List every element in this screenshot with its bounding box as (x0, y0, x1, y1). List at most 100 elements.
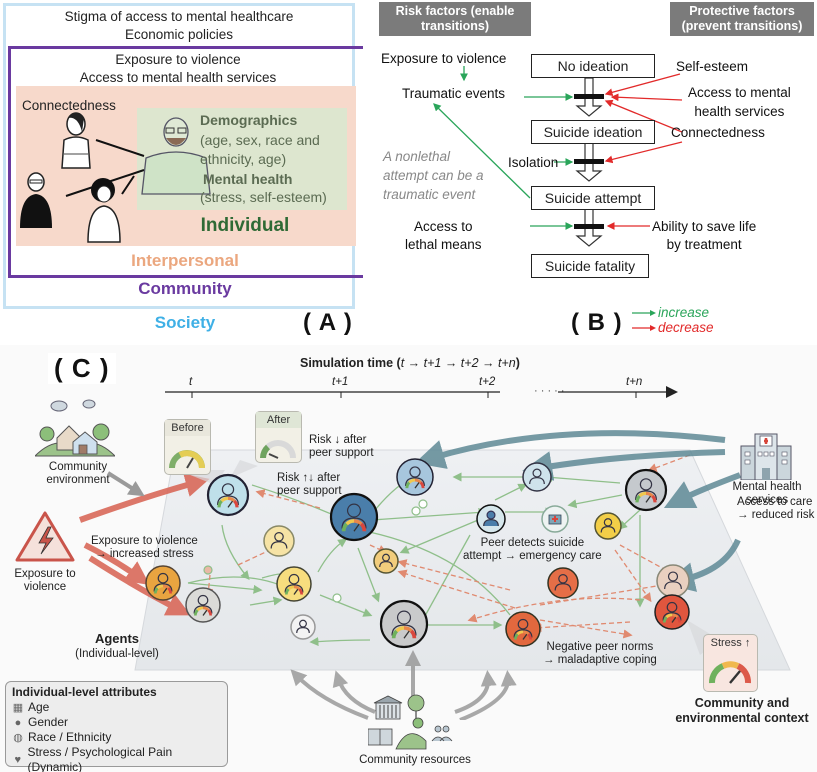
legend-decrease: decrease (632, 320, 714, 335)
attribute-item: ▦ Age (12, 700, 221, 715)
attribute-label: Stress / Psychological Pain (Dynamic) (27, 745, 173, 772)
attribute-item: ● Gender (12, 715, 221, 730)
state-suicide-attempt: Suicide attempt (531, 186, 655, 210)
violence-arrow (88, 555, 191, 616)
agents-label: Agents (94, 631, 140, 646)
label-line: Exposure to (14, 568, 76, 580)
label-line: environment (46, 474, 110, 486)
community-factor: Exposure to violence (115, 52, 241, 67)
link-nodes (203, 499, 428, 603)
mental-health-title: Mental health (203, 171, 293, 187)
community-context-label: Community and environmental context (672, 696, 812, 726)
note-line: attempt can be a (383, 168, 484, 183)
resource-arrows (290, 650, 517, 720)
panel-b-tag: ( B ) (571, 309, 623, 336)
link-node (203, 565, 213, 575)
annotation-risk-updown: Risk ↑↓ after peer support (277, 472, 342, 498)
peer-link (494, 483, 528, 501)
red-arrow-icon (632, 324, 656, 331)
attributes-title: Individual-level attributes (12, 685, 157, 699)
service-arrow (663, 472, 742, 509)
community-factors: Exposure to violence Access to mental he… (8, 51, 348, 87)
peer-link (249, 596, 283, 606)
negative-link (255, 489, 321, 509)
demographics-detail-line: ethnicity, age) (200, 151, 287, 167)
arrow-access-services (610, 93, 683, 102)
peer-link (309, 636, 371, 647)
mental-health-services-label: Mental health services (725, 481, 809, 507)
gate-bar (574, 224, 604, 229)
annotation-negative-norms: Negative peer norms → maladaptive coping (543, 641, 657, 667)
annotation-violence-stress: Exposure to violence → increased stress (91, 535, 198, 561)
annotation-line: → reduced risk (737, 509, 815, 521)
annotation-line: Risk ↑↓ after (277, 472, 341, 484)
timeline-title-suffix: ) (515, 356, 520, 370)
community-environment-arrow (106, 471, 145, 497)
arrow-self-esteem (604, 73, 681, 97)
timeline-axis (165, 386, 678, 398)
people-illustration (20, 112, 211, 243)
attribute-item: ♥ Stress / Psychological Pain (Dynamic) (12, 745, 221, 772)
community-level-box (8, 46, 363, 278)
society-label: Society (154, 313, 216, 332)
negative-link (647, 454, 691, 472)
state-transition-diagram (433, 66, 683, 247)
before-gauge-icon (169, 450, 205, 469)
community-label: Community (138, 279, 232, 298)
community-factor: Access to mental health services (79, 70, 277, 85)
annotation-line: peer support (309, 447, 374, 459)
risk-traumatic-events: Traumatic events (402, 86, 506, 101)
negative-link (539, 579, 678, 606)
gate-bar (574, 94, 604, 99)
label-line: services (745, 494, 789, 506)
exposure-to-violence-label: Exposure to violence (7, 568, 83, 594)
annotation-line: Exposure to violence (91, 535, 198, 547)
society-factor: Economic policies (124, 27, 234, 42)
note-line: traumatic event (383, 187, 476, 202)
woman-curly-hair-figure (87, 178, 121, 243)
header-line: Protective factors (689, 4, 795, 18)
negative-link (467, 597, 641, 623)
individual-label: Individual (200, 215, 290, 236)
legend-increase: increase (632, 305, 714, 320)
state-suicide-ideation: Suicide ideation (531, 120, 655, 144)
negative-link (397, 569, 516, 609)
bearded-man-figure (141, 117, 211, 195)
protective-access-line: health services (694, 104, 785, 119)
community-environment-icon (35, 399, 115, 457)
demographics-detail-line: (age, sex, race and (200, 132, 320, 148)
stress-gauge-card: Stress ↑ (703, 634, 758, 692)
gauge-callout (230, 460, 258, 478)
state-no-ideation: No ideation (531, 54, 655, 78)
stress-gauge-icon (709, 661, 751, 684)
peer-link (357, 547, 380, 603)
gate-bars (574, 94, 604, 229)
service-arrow (522, 449, 726, 481)
peer-link (567, 494, 623, 509)
tick-t: t (189, 376, 193, 388)
older-man-black-sweater-figure (20, 172, 52, 228)
state-suicide-fatality: Suicide fatality (531, 254, 649, 278)
risk-lethal-line: lethal means (405, 237, 482, 252)
timeline-arrowhead (666, 386, 678, 398)
protective-arrows (604, 73, 683, 230)
before-gauge-card: Before (164, 419, 211, 475)
peer-link (187, 582, 263, 594)
tick-tn: t+n (626, 376, 643, 388)
annotation-peer-detects: Peer detects suicide attempt → emergency… (463, 537, 602, 563)
service-arrow (414, 430, 726, 469)
risk-isolation: Isolation (508, 155, 559, 170)
stress-gauge-label: Stress ↑ (710, 637, 751, 649)
timeline-title-sequence: t → t+1 → t+2 → t+n (400, 356, 516, 370)
woman-crossed-arms-figure (61, 112, 91, 169)
arrow-connectedness-1 (604, 99, 683, 133)
risk-exposure-to-violence: Exposure to violence (381, 51, 507, 66)
community-environment-label: Community environment (38, 461, 118, 487)
resource-arrow (290, 669, 369, 720)
annotation-risk-down: Risk ↓ after peer support (309, 434, 374, 460)
link-node (411, 506, 421, 516)
annotation-line: Peer detects suicide (480, 537, 585, 549)
annotation-access-care: Access to care → reduced risk (737, 496, 814, 522)
protective-self-esteem: Self-esteem (676, 59, 749, 74)
annotation-line: peer support (277, 485, 342, 497)
